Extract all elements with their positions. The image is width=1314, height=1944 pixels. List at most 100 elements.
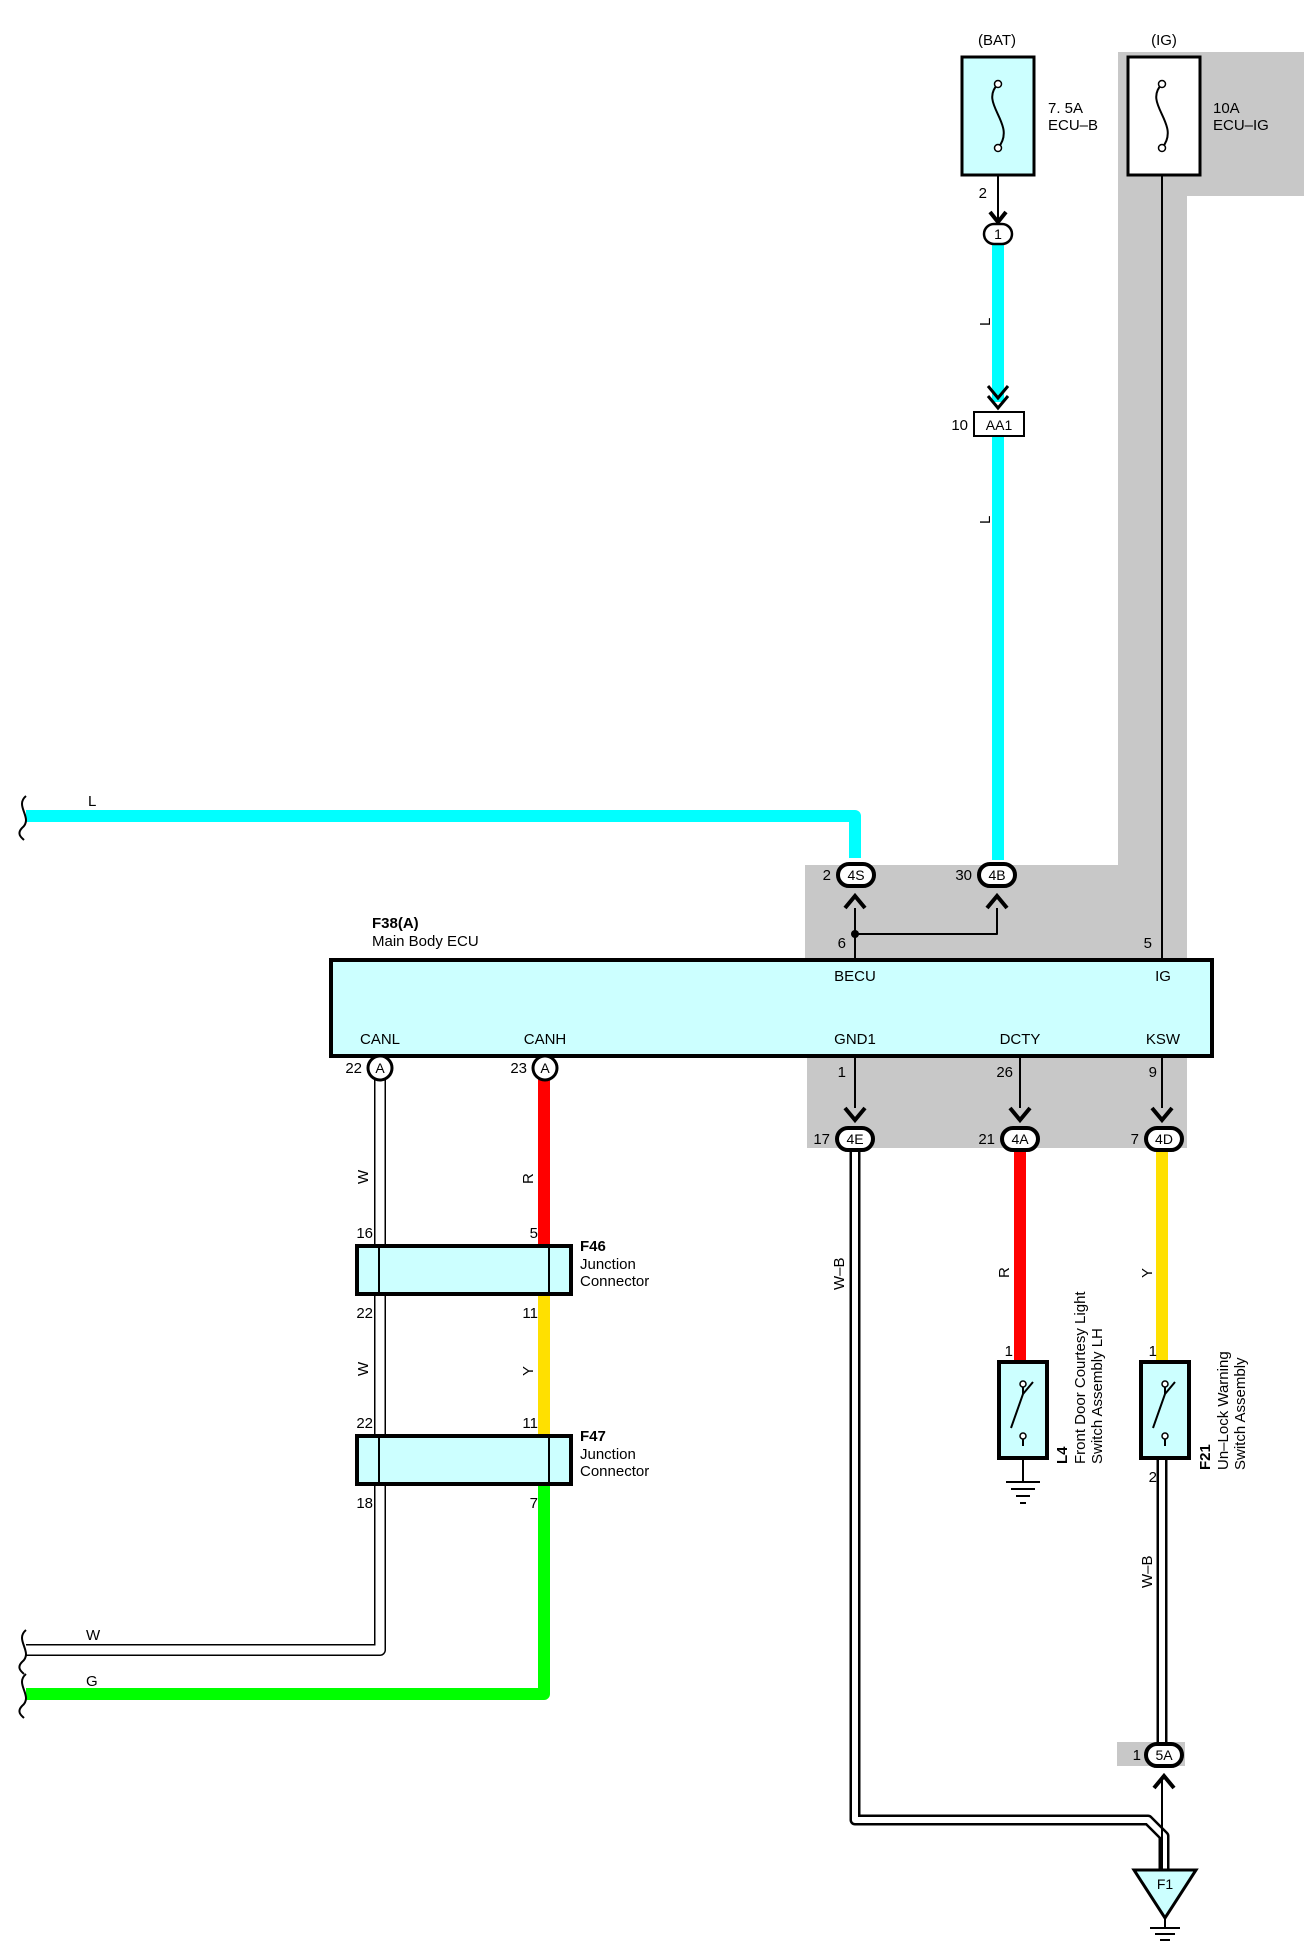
switch-l4: 1 L4 Front Door Courtesy Light Switch As… [997, 1291, 1106, 1504]
fuse-ig-element-icon [1155, 83, 1169, 149]
f21-line1: Un–Lock Warning [1215, 1351, 1232, 1470]
label-w-canl2: W [355, 1361, 372, 1376]
fuse-bat-node-top [993, 79, 1003, 89]
ecu-becu-pin: 6 [838, 935, 846, 952]
ecu-canl-connector: A 22 [345, 1054, 394, 1082]
f21-contact-bottom [1161, 1432, 1169, 1440]
connector-4d-shape [1144, 1126, 1184, 1152]
wire-labels: L L L W R W Y W–B R Y W–B W G [86, 318, 1156, 1690]
wire-canh-g [26, 1484, 550, 1700]
break-mark-g [18, 1673, 27, 1719]
ecu-canh-name: CANH [524, 1031, 567, 1048]
connector-4s-arrow-icon [843, 892, 867, 910]
f21-line2: Switch Assembly [1232, 1357, 1249, 1470]
ecu-gnd1-pin: 1 [838, 1064, 846, 1081]
ecu-box [329, 958, 1214, 1058]
connector-1: 1 [982, 222, 1014, 246]
f47-line2: Connector [580, 1463, 649, 1480]
fuse-ig-node-top [1157, 79, 1167, 89]
ecu-canh-connector-circle [531, 1054, 559, 1082]
fuse-ig-source: (IG) [1151, 32, 1177, 49]
arrow-to-c1-icon [988, 210, 1008, 226]
label-w-canl1: W [355, 1169, 372, 1184]
connector-4b-arrow-icon [985, 892, 1009, 910]
ecu-name: Main Body ECU [372, 933, 479, 950]
label-r-canh: R [520, 1173, 537, 1184]
fuse-bat-rating: 7. 5A [1048, 100, 1083, 117]
fuse-ig: (IG) 10A ECU–IG [1126, 32, 1269, 177]
ecu-canl-connector-label: A [375, 1060, 385, 1076]
ecu-canh-connector-label: A [540, 1060, 550, 1076]
aa1-label: AA1 [986, 417, 1013, 433]
f47-pin-w-bottom: 18 [356, 1495, 373, 1512]
label-r-dcty: R [996, 1267, 1013, 1278]
junction-f46: F46 Junction Connector 16 5 22 11 [355, 1225, 649, 1322]
connector-4e-shape [835, 1126, 875, 1152]
ecu-canl-connector-circle [366, 1054, 394, 1082]
ecu-canl-name: CANL [360, 1031, 400, 1048]
ecu-canh-connector: A 23 [510, 1054, 559, 1082]
connector-1-shape [982, 222, 1014, 246]
ecu-dcty-name: DCTY [1000, 1031, 1041, 1048]
f46-line1: Junction [580, 1256, 636, 1273]
connector-5a: 5A 1 [1133, 1742, 1184, 1790]
fuse-ig-box [1126, 55, 1202, 177]
f46-pin-r-top: 5 [530, 1225, 538, 1242]
wire-canl-w [26, 1080, 386, 1656]
connector-5a-label: 5A [1155, 1747, 1173, 1763]
f1-label: F1 [1157, 1876, 1174, 1892]
l4-contact-top [1019, 1380, 1027, 1388]
ecu-ig-pin: 5 [1144, 935, 1152, 952]
ecu-ksw-name: KSW [1146, 1031, 1181, 1048]
l4-pin: 1 [1005, 1343, 1013, 1360]
connector-1-label: 1 [994, 226, 1002, 242]
connector-4e: 4E 17 [813, 1106, 875, 1152]
fuse-ig-node-bottom [1157, 143, 1167, 153]
connector-4d-label: 4D [1155, 1131, 1173, 1147]
ecu-code: F38(A) [372, 915, 419, 932]
connector-4e-label: 4E [846, 1131, 863, 1147]
f21-pin-bottom: 2 [1149, 1469, 1157, 1486]
connector-aa1: AA1 10 [951, 385, 1025, 437]
connector-4b-shape [977, 862, 1017, 888]
f46-pin-w-top: 16 [356, 1225, 373, 1242]
connector-4b-pin: 30 [955, 867, 972, 884]
f47-code: F47 [580, 1428, 606, 1445]
connector-4a-arrow-icon [1008, 1106, 1032, 1124]
f47-pin-y-top: 11 [522, 1415, 538, 1432]
fuse-bat-pin: 2 [979, 185, 987, 202]
label-wb-f21: W–B [1139, 1555, 1156, 1588]
fuse-ig-name: ECU–IG [1213, 117, 1269, 134]
fuse-bat-source: (BAT) [978, 32, 1016, 49]
break-mark-l [18, 795, 27, 841]
f46-pin-w-bottom: 22 [356, 1305, 373, 1322]
f46-line2: Connector [580, 1273, 649, 1290]
l4-contact-bottom [1019, 1432, 1027, 1440]
label-l-top1: L [977, 318, 994, 326]
connector-4e-arrow-icon [843, 1106, 867, 1124]
f46-pin-y-bottom: 11 [522, 1305, 538, 1322]
ecu-becu-name: BECU [834, 968, 876, 985]
fuse-ig-rating: 10A [1213, 100, 1240, 117]
label-g-bottom: G [86, 1673, 98, 1690]
wire-canl-w-inner [26, 1080, 385, 1655]
f21-contact-top [1161, 1380, 1169, 1388]
ecu-gnd1-name: GND1 [834, 1031, 876, 1048]
label-w-bottom: W [86, 1627, 101, 1644]
l4-line1: Front Door Courtesy Light [1072, 1291, 1089, 1464]
l4-code: L4 [1054, 1446, 1071, 1464]
connector-4d: 4D 7 [1131, 1106, 1184, 1152]
connector-4e-pin: 17 [813, 1131, 830, 1148]
connector-4a-label: 4A [1011, 1131, 1029, 1147]
break-mark-w [18, 1629, 27, 1675]
l4-ground-icon [1006, 1458, 1040, 1504]
ecu-ksw-pin: 9 [1149, 1064, 1157, 1081]
fuse-bat: (BAT) 7. 5A ECU–B 2 [960, 32, 1098, 222]
wire-wb-gnd-inner [852, 1150, 1167, 1870]
connector-4s-pin: 2 [823, 867, 831, 884]
aa1-arrow-icon [986, 385, 1010, 411]
aa1-pin: 10 [951, 417, 968, 434]
label-l-top2: L [977, 516, 994, 524]
ground-f1: F1 [1131, 1868, 1199, 1941]
label-l-left: L [88, 793, 96, 810]
